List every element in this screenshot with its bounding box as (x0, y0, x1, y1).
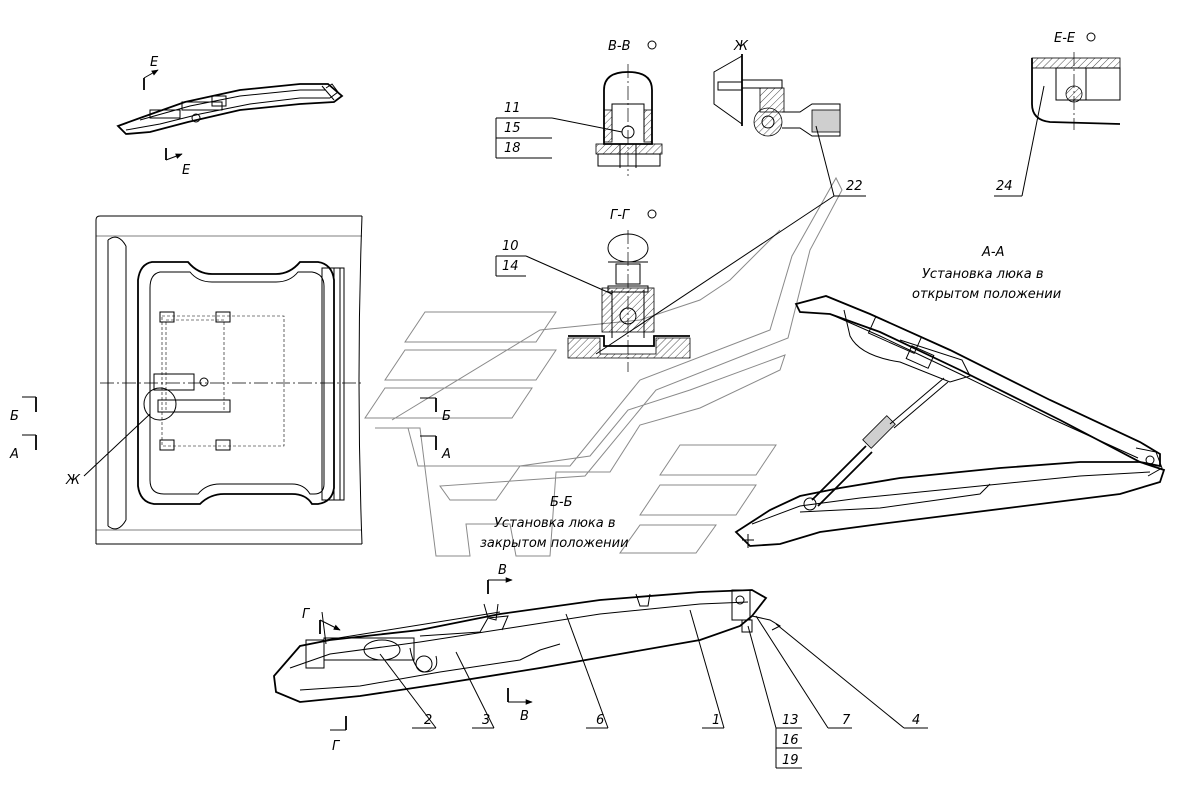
callout-22-label: 22 (846, 179, 863, 194)
callout-13: 13 (782, 713, 799, 728)
bottom-label-v-top: В (498, 563, 507, 578)
callout-11: 11 (504, 101, 521, 116)
callout-16: 16 (782, 733, 799, 748)
rotation-icon (647, 40, 657, 50)
mid-section-marker-a (420, 435, 437, 450)
plan-section-marker-b (22, 396, 37, 412)
callout-4: 4 (912, 713, 920, 728)
bottom-section-marker-g-top (319, 619, 341, 634)
section-a-a-drawing (734, 295, 1166, 548)
bottom-profile-drawing (273, 589, 782, 703)
plan-label-a: А (9, 447, 19, 462)
section-label-e-top: Е (150, 55, 159, 70)
section-v-v-detail (595, 64, 663, 176)
rotation-icon (647, 209, 657, 219)
mid-label-b: Б (442, 409, 451, 424)
section-title-bb: Б-Б (550, 495, 573, 510)
callout-2: 2 (424, 713, 432, 728)
view-zh-detail (713, 54, 841, 137)
callout-14: 14 (502, 259, 519, 274)
section-marker-e-bottom (165, 148, 183, 161)
bottom-label-g-top: Г (302, 607, 311, 622)
a-a-caption-line-1: Установка люка в (922, 267, 1044, 282)
plan-section-marker-a (22, 434, 37, 450)
callout-10: 10 (502, 239, 519, 254)
bottom-label-g-bottom: Г (332, 739, 341, 754)
section-title-g-g: Г-Г (610, 208, 631, 223)
mid-section-marker-b (420, 397, 437, 412)
section-title-e-e: Е-Е (1054, 31, 1076, 46)
callout-19: 19 (782, 753, 799, 768)
callout-18: 18 (504, 141, 521, 156)
plan-label-zh: Ж (65, 473, 81, 488)
plan-view (83, 215, 363, 545)
section-marker-e-top (143, 69, 159, 90)
callout-1: 1 (712, 713, 720, 728)
mid-label-a: А (441, 447, 451, 462)
view-title-zh: Ж (733, 39, 749, 54)
callout-box-10-14 (495, 255, 613, 295)
rotation-icon (1086, 32, 1096, 42)
section-title-v-v: В-В (608, 39, 631, 54)
background-watermark (364, 176, 843, 557)
section-title-a-a: А-А (981, 245, 1004, 260)
bottom-section-marker-g-bottom (330, 716, 347, 731)
bottom-callout-leaders (379, 609, 928, 769)
callout-box-11-15-18 (495, 117, 623, 159)
bb-caption-line-1: Установка люка в (494, 516, 616, 531)
section-label-e-bottom: Е (182, 163, 191, 178)
bottom-section-marker-v-bottom (507, 688, 533, 705)
section-g-g-detail (567, 230, 691, 372)
section-e-e-detail (1031, 52, 1121, 130)
callout-24-label: 24 (996, 179, 1013, 194)
top-profile-view (116, 83, 344, 135)
bottom-section-marker-v-top (487, 577, 513, 594)
plan-label-b: Б (10, 409, 19, 424)
callout-3: 3 (482, 713, 490, 728)
a-a-caption-line-2: открытом положении (912, 287, 1061, 302)
callout-6: 6 (596, 713, 604, 728)
callout-15: 15 (504, 121, 521, 136)
callout-24 (994, 85, 1045, 197)
bb-caption-line-2: закрытом положении (480, 536, 629, 551)
bottom-label-v-bottom: В (520, 709, 529, 724)
callout-7: 7 (842, 713, 851, 728)
